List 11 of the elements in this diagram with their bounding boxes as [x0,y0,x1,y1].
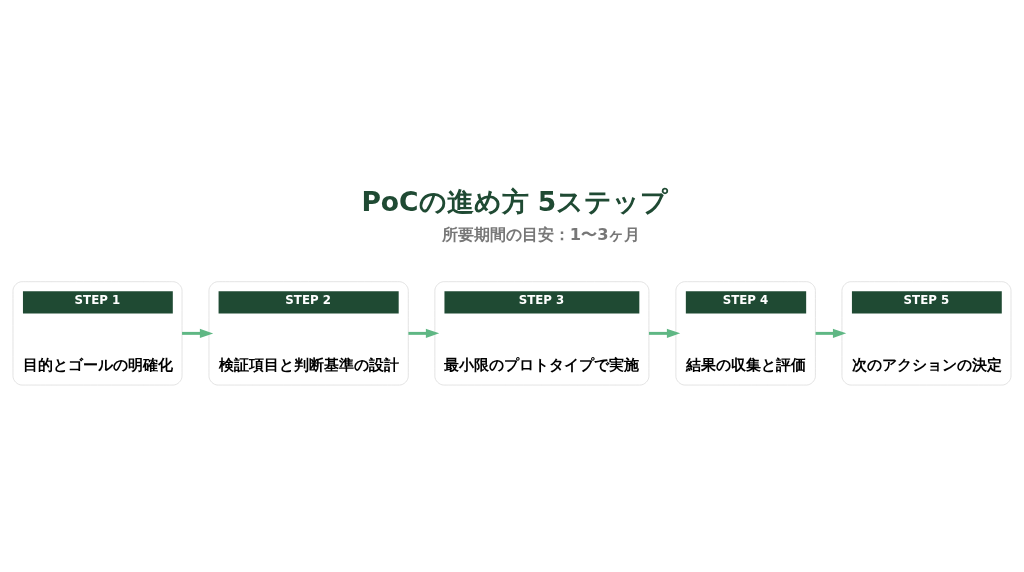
diagram-title: PoCの進め方 5ステップ [361,185,669,217]
node-box: STEP 3 最小限のプロトタイプで実施 [434,280,650,385]
node-box: STEP 5 次のアクションの決定 [841,280,1012,385]
node-box: STEP 1 目的とゴールの明確化 [12,280,183,385]
arrow [182,328,214,338]
node-box: STEP 4 結果の収集と評価 [675,280,816,385]
arrow [815,328,847,338]
arrow [408,328,440,338]
label: 所要期間の目安：1〜3ヶ月 [441,224,641,244]
node-box: STEP 2 検証項目と判断基準の設計 [208,280,409,385]
arrow [648,328,681,338]
